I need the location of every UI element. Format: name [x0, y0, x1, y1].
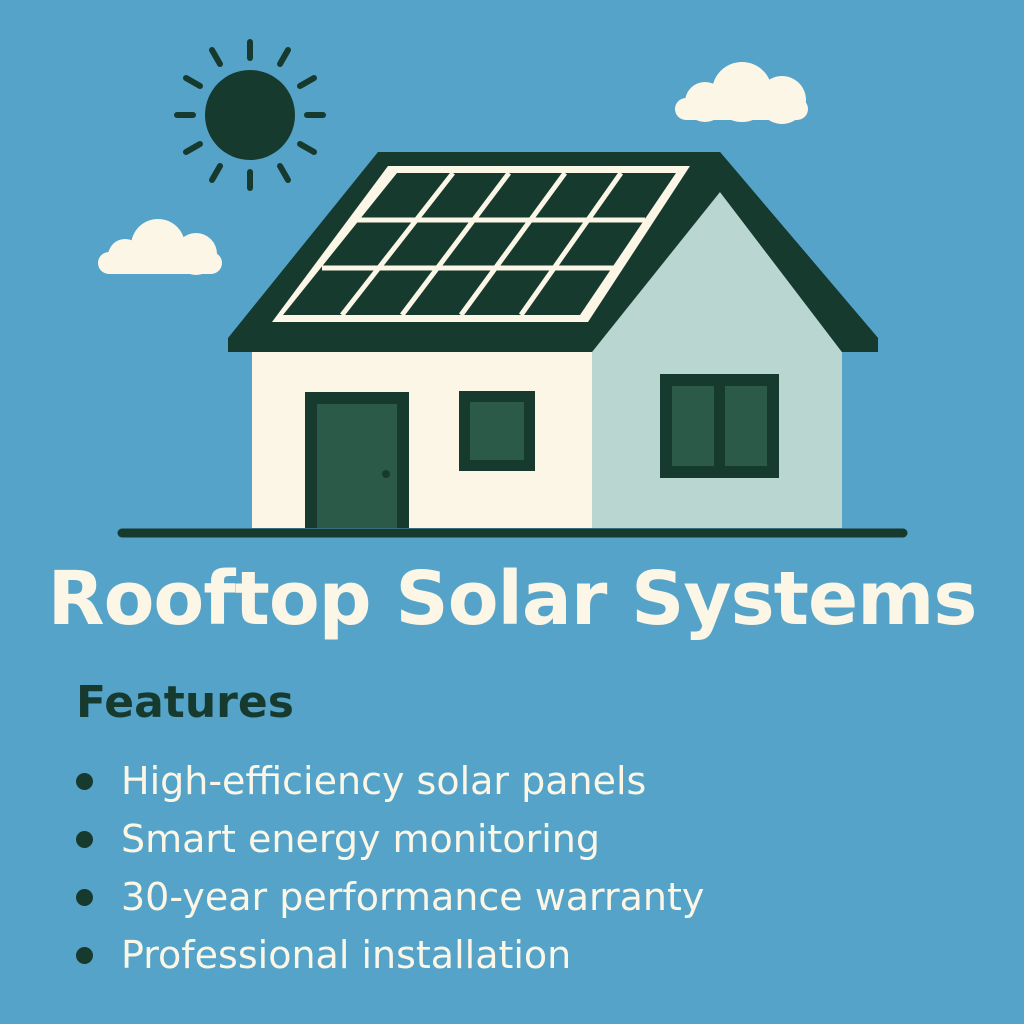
bullet-icon: [76, 888, 93, 906]
house-illustration: [98, 39, 908, 538]
house-icon: [117, 152, 908, 538]
page-title: Rooftop Solar Systems: [47, 556, 978, 642]
list-item: High-efficiency solar panels: [76, 752, 704, 810]
sun-icon: [174, 39, 326, 191]
features-heading: Features: [76, 677, 294, 728]
feature-text: Smart energy monitoring: [121, 817, 600, 861]
list-item: 30-year performance warranty: [76, 868, 704, 926]
cloud-icon: [98, 219, 222, 275]
feature-text: High-efficiency solar panels: [121, 759, 647, 803]
feature-text: Professional installation: [121, 933, 572, 977]
bullet-icon: [76, 946, 93, 964]
bullet-icon: [76, 830, 93, 848]
cloud-icon: [675, 62, 808, 124]
list-item: Professional installation: [76, 926, 704, 984]
features-list: High-efficiency solar panels Smart energ…: [76, 752, 704, 984]
bullet-icon: [76, 772, 93, 790]
list-item: Smart energy monitoring: [76, 810, 704, 868]
solar-panel-icon: [272, 166, 690, 322]
feature-text: 30-year performance warranty: [121, 875, 705, 919]
